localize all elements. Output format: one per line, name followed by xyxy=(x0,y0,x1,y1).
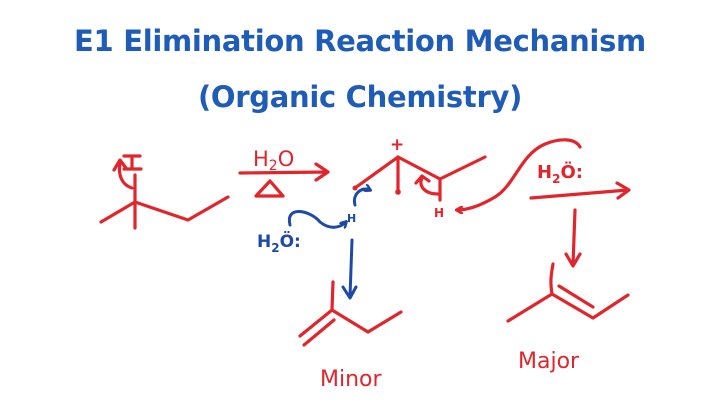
heat-triangle-icon xyxy=(254,179,285,198)
reaction-arrow-1: H2O xyxy=(238,147,330,198)
water-label-major: H2Ö: xyxy=(537,161,583,186)
reactant-alkyl-iodide xyxy=(99,154,230,230)
major-pathway: H2Ö: xyxy=(457,138,631,268)
carbocation: + H xyxy=(352,135,487,220)
minor-label: Minor xyxy=(320,367,382,392)
title-line-1: E1 Elimination Reaction Mechanism xyxy=(74,24,646,58)
hydrogen-major: H xyxy=(434,206,444,220)
hydrogen-minor: H xyxy=(347,212,356,225)
minor-product: Minor xyxy=(298,280,403,392)
water-label-1: H2O xyxy=(253,147,294,174)
water-label-minor: H2Ö: xyxy=(257,230,301,255)
title-line-2: (Organic Chemistry) xyxy=(197,80,523,114)
positive-charge: + xyxy=(390,135,404,155)
major-product: Major xyxy=(506,262,630,374)
minor-pathway: H H2Ö: xyxy=(257,189,370,300)
major-shift-arrow xyxy=(419,176,440,196)
leaving-group-arrow xyxy=(117,162,134,190)
major-label: Major xyxy=(518,349,580,374)
